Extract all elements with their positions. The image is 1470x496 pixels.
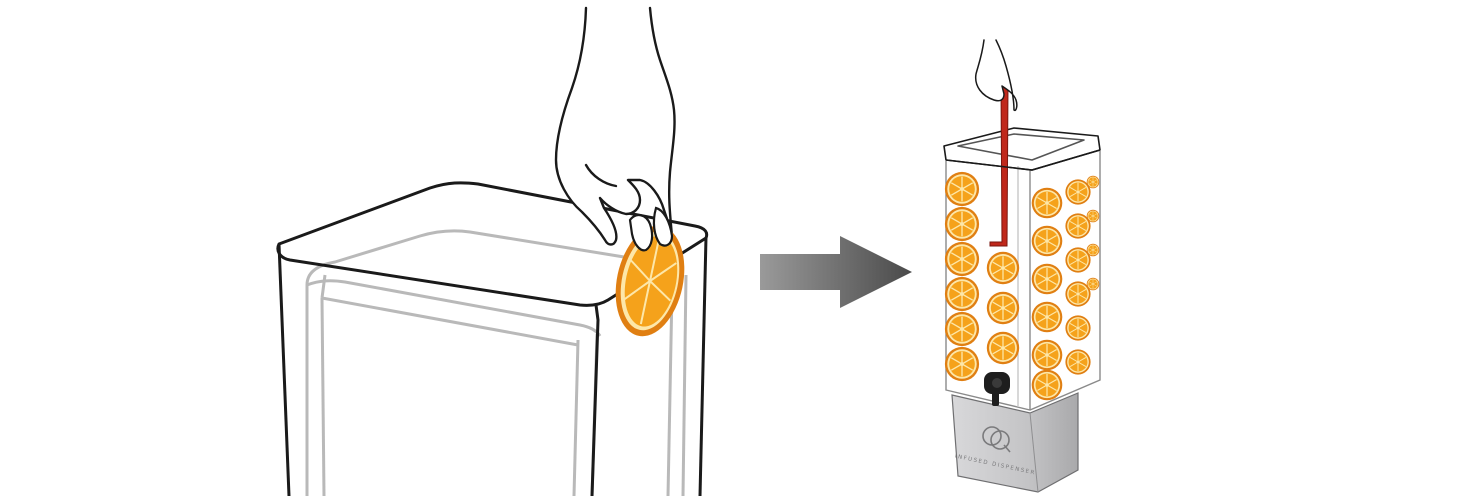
hand-icon — [974, 39, 1018, 112]
tap-icon — [984, 372, 1010, 406]
slice-column-right — [1031, 175, 1100, 401]
dispenser-base — [951, 392, 1079, 493]
hand-icon — [554, 6, 676, 246]
lid-front-edge — [945, 149, 1101, 171]
slice-column-middle — [986, 251, 1020, 365]
orange-slice-icon — [615, 206, 685, 337]
outer-lid-rim — [276, 181, 709, 496]
right-arrow-icon — [760, 236, 912, 308]
dispenser-closeup — [276, 6, 709, 496]
dispenser-glass — [945, 150, 1101, 411]
dispenser-full-view: INFUSED DISPENSER — [943, 39, 1101, 493]
brand-logo-icon — [982, 426, 1011, 453]
dispenser-lid — [943, 127, 1101, 171]
slice-column-left — [944, 171, 980, 382]
